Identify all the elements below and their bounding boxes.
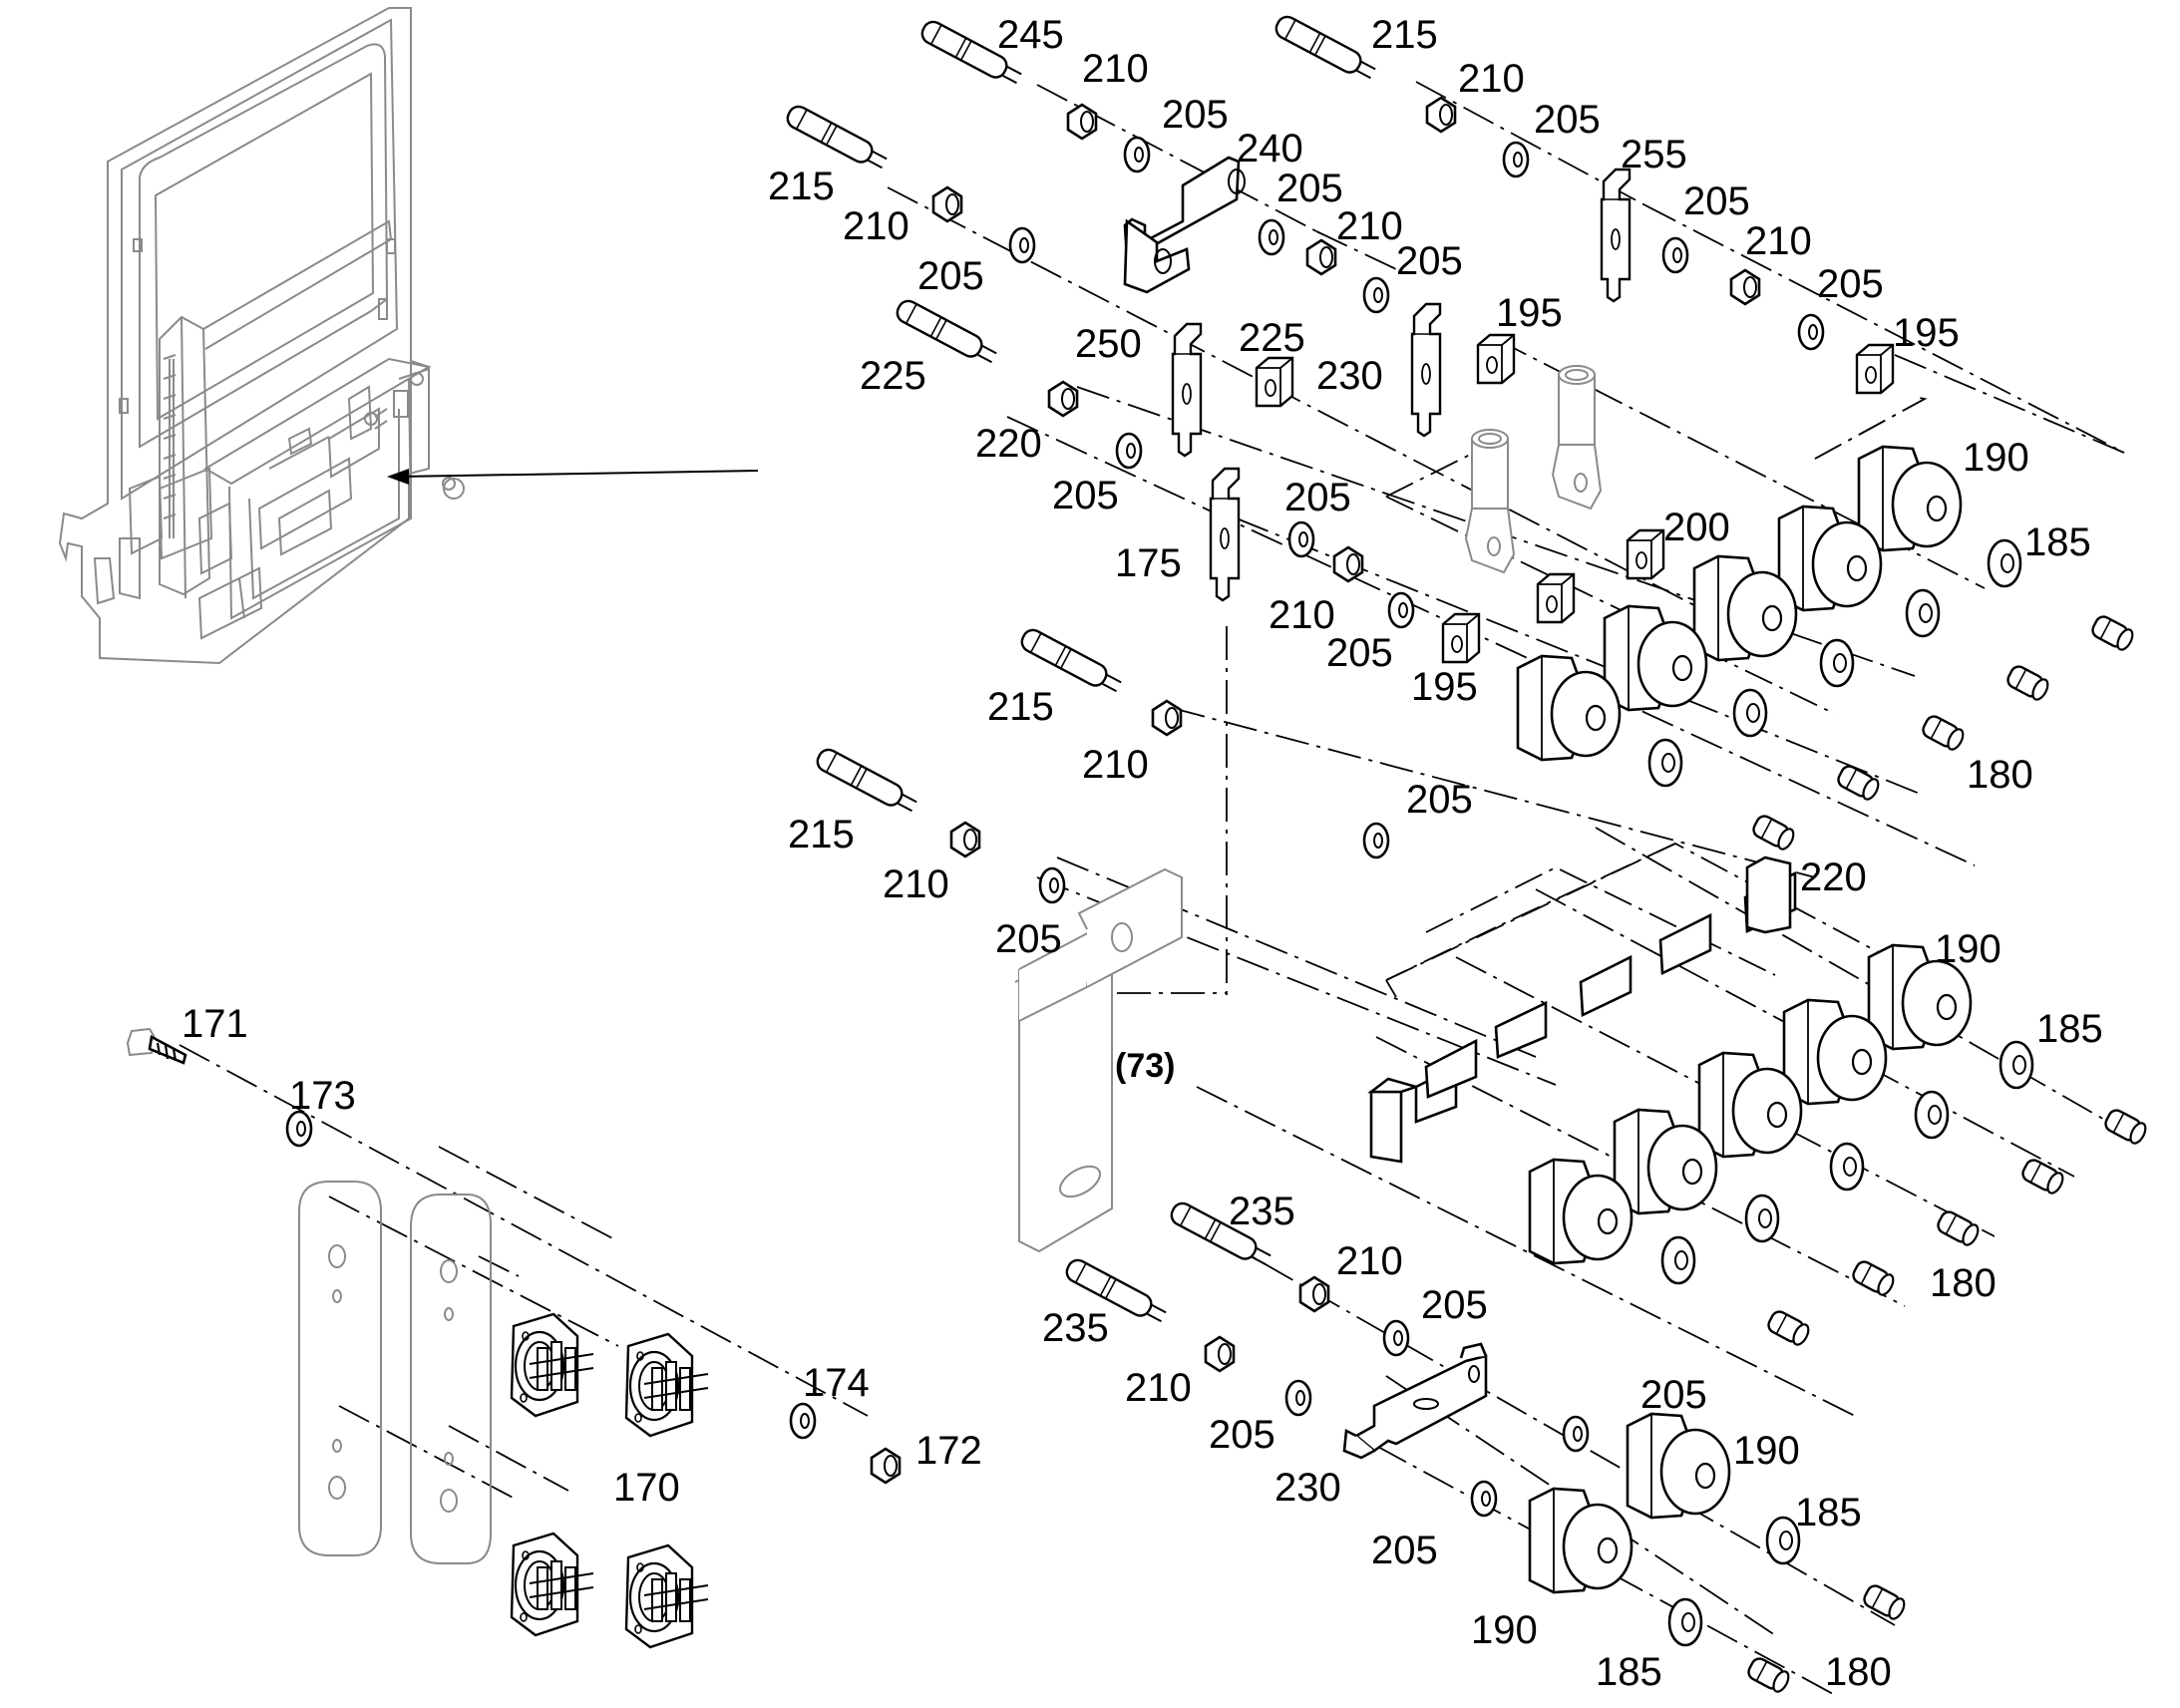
- label-180: 180: [1930, 1261, 1997, 1305]
- label-235: 235: [1229, 1190, 1295, 1233]
- label-205: 205: [995, 917, 1062, 961]
- label-210: 210: [1336, 204, 1403, 248]
- part-number-labels: 245 215 210 205 240 215 210 205 205 210 …: [182, 13, 2103, 1694]
- label-215: 215: [987, 685, 1054, 729]
- label-220: 220: [975, 422, 1042, 466]
- label-210: 210: [1458, 57, 1525, 101]
- label-225: 225: [1239, 316, 1305, 360]
- label-205: 205: [1052, 474, 1119, 517]
- label-174: 174: [803, 1361, 870, 1405]
- label-210: 210: [843, 204, 909, 248]
- label-210: 210: [1082, 47, 1149, 91]
- label-185: 185: [2036, 1007, 2103, 1051]
- label-195: 195: [1496, 291, 1563, 335]
- connector-assembly: [126, 1027, 902, 1649]
- label-205: 205: [1421, 1283, 1488, 1327]
- label-205: 205: [1371, 1529, 1438, 1572]
- label-210: 210: [1082, 743, 1149, 787]
- label-205: 205: [1162, 93, 1229, 137]
- label-185: 185: [1795, 1491, 1862, 1535]
- label-195: 195: [1893, 311, 1960, 355]
- label-230: 230: [1316, 354, 1383, 398]
- label-180: 180: [1967, 753, 2033, 797]
- bottom-right-hardware: [1062, 1198, 1909, 1696]
- label-190: 190: [1733, 1429, 1800, 1473]
- label-205: 205: [1326, 631, 1393, 675]
- label-205: 205: [917, 254, 984, 298]
- bracket-73: [1014, 867, 1183, 1253]
- label-250: 250: [1075, 322, 1142, 366]
- bracket-240: [1123, 156, 1246, 294]
- label-215: 215: [788, 813, 855, 856]
- label-205: 205: [1640, 1373, 1707, 1417]
- lower-insulators: [1528, 943, 2150, 1349]
- label-205: 205: [1284, 476, 1351, 519]
- label-185: 185: [2024, 520, 2091, 564]
- label-205: 205: [1276, 167, 1343, 210]
- label-175: 175: [1115, 541, 1182, 585]
- label-210: 210: [1125, 1366, 1192, 1410]
- label-190: 190: [1935, 927, 2001, 971]
- label-205: 205: [1683, 179, 1750, 223]
- cable-lugs: [1465, 365, 1602, 573]
- label-210: 210: [1269, 593, 1335, 637]
- label-240: 240: [1237, 127, 1303, 171]
- label-180: 180: [1825, 1650, 1892, 1694]
- label-190: 190: [1471, 1608, 1538, 1652]
- label-215: 215: [1371, 13, 1438, 57]
- label-210: 210: [1336, 1239, 1403, 1283]
- label-185: 185: [1596, 1650, 1662, 1694]
- overview-cabinet-illustration: [58, 7, 465, 665]
- label-170: 170: [613, 1466, 680, 1510]
- busbar-blocks: [1367, 855, 1797, 1164]
- label-205: 205: [1209, 1413, 1275, 1457]
- label-173: 173: [289, 1074, 356, 1118]
- label-205: 205: [1534, 98, 1601, 142]
- label-205: 205: [1817, 262, 1884, 306]
- label-215: 215: [768, 165, 835, 208]
- label-195: 195: [1411, 665, 1478, 709]
- label-205: 205: [1396, 239, 1463, 283]
- upper-insulators: [1516, 445, 2137, 854]
- label-172: 172: [915, 1429, 982, 1473]
- label-200: 200: [1663, 506, 1730, 549]
- pointer-arrow: [387, 469, 759, 485]
- label-225: 225: [860, 354, 926, 398]
- label-235: 235: [1042, 1306, 1109, 1350]
- label-190: 190: [1963, 436, 2029, 480]
- label-220: 220: [1800, 855, 1867, 899]
- label-171: 171: [182, 1002, 248, 1046]
- label-210: 210: [883, 862, 949, 906]
- label-205: 205: [1406, 778, 1473, 822]
- label-210: 210: [1745, 219, 1812, 263]
- label-245: 245: [997, 13, 1064, 57]
- label-230: 230: [1274, 1466, 1341, 1510]
- label-73: (73): [1115, 1047, 1175, 1085]
- label-255: 255: [1621, 133, 1687, 176]
